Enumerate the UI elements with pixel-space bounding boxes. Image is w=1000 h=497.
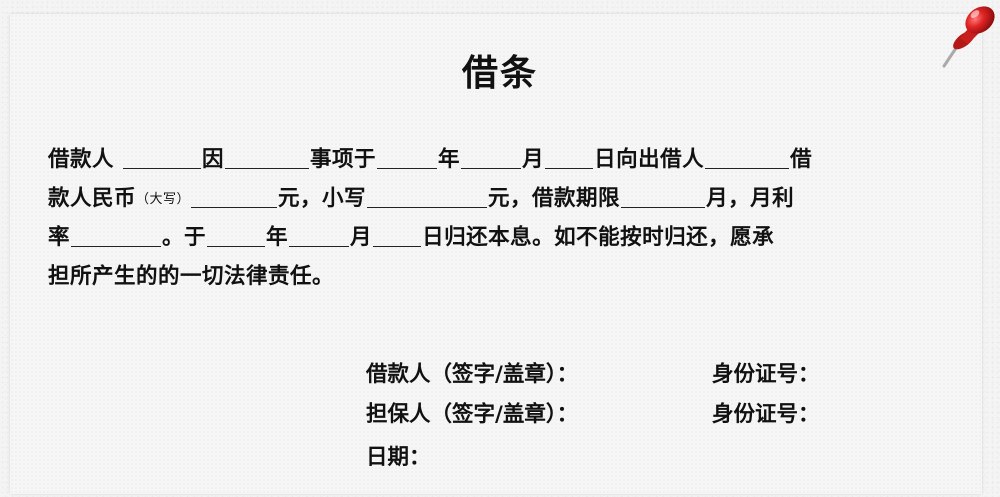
guarantor-id-label: 身份证号：	[712, 402, 820, 427]
body-line-4: 担所产生的的一切法律责任。	[48, 257, 948, 296]
rate-text: 率	[48, 225, 71, 250]
loan-year-blank[interactable]	[377, 146, 438, 169]
month-text: 月	[522, 147, 545, 172]
borrower-text: 借款人	[48, 147, 115, 172]
loan-day-blank[interactable]	[545, 146, 594, 169]
yu-text: 。于	[162, 225, 207, 250]
yuan-small-text: 元，小写	[278, 186, 367, 211]
uppercase-note: （大写）	[136, 192, 191, 207]
return-text: 日归还本息。如不能按时归还，愿承	[422, 225, 775, 250]
paper-sheet	[10, 14, 982, 494]
return-month-text: 月	[350, 225, 373, 250]
loan-month-blank[interactable]	[461, 146, 522, 169]
return-day-blank[interactable]	[373, 224, 422, 247]
amount-lowercase-blank[interactable]	[367, 185, 488, 208]
yuan-term-text: 元，借款期限	[488, 186, 621, 211]
day-lender-text: 日向出借人	[594, 147, 705, 172]
month-rate-text: 月，月利	[706, 186, 795, 211]
reason-text: 因	[202, 147, 225, 172]
body-line-3: 率 。于 年 月 日归还本息。如不能按时归还，愿承	[48, 218, 948, 257]
return-month-blank[interactable]	[289, 224, 350, 247]
body-line-1: 借款人 因 事项于 年 月 日向出借人 借	[48, 140, 948, 179]
borrower-id-label: 身份证号：	[712, 362, 820, 387]
return-year-text: 年	[266, 225, 289, 250]
interest-rate-blank[interactable]	[71, 224, 162, 247]
borrower-name-blank[interactable]	[123, 146, 202, 169]
matter-text: 事项于	[310, 147, 377, 172]
page-title: 借条	[461, 53, 538, 94]
body-line-2: 款人民币（大写） 元，小写 元，借款期限 月，月利	[48, 179, 948, 218]
return-year-blank[interactable]	[207, 224, 266, 247]
lender-name-blank[interactable]	[705, 146, 790, 169]
date-label: 日期：	[366, 445, 431, 470]
borrower-signature-label: 借款人（签字/盖章）：	[366, 362, 579, 387]
rmb-text: 款人民币	[48, 186, 137, 211]
reason-blank[interactable]	[225, 146, 310, 169]
liability-text: 担所产生的的一切法律责任。	[48, 264, 335, 289]
red-pushpin-icon	[942, 6, 995, 68]
amount-uppercase-blank[interactable]	[191, 185, 278, 208]
year-text: 年	[438, 147, 461, 172]
loan-term-blank[interactable]	[621, 185, 706, 208]
guarantor-signature-label: 担保人（签字/盖章）：	[366, 402, 579, 427]
loan-note-body: 借款人 因事项于年月日向出借人借 款人民币（大写）元，小写元，借款期限月，月利 …	[48, 140, 948, 296]
line1-tail-text: 借	[790, 147, 813, 172]
